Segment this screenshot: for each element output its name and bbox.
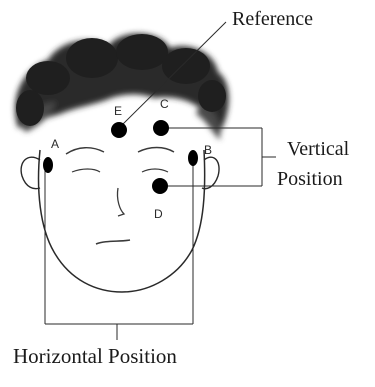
left-eye [72, 169, 100, 172]
marker-b [188, 150, 198, 166]
point-label-e: E [114, 104, 122, 118]
vertical-position-label-line1: Vertical [287, 138, 349, 160]
horizontal-position-label: Horizontal Position [13, 345, 177, 368]
face-outline [39, 150, 205, 292]
marker-c [153, 120, 169, 136]
point-label-d: D [154, 207, 163, 221]
mouth [96, 240, 130, 244]
nose [117, 188, 124, 216]
right-eye [142, 169, 168, 172]
left-ear [21, 157, 40, 189]
right-eyebrow [138, 148, 174, 153]
marker-a [43, 157, 53, 173]
point-label-c: C [160, 97, 169, 111]
point-label-b: B [204, 143, 212, 157]
reference-label: Reference [232, 8, 313, 30]
vertical-position-label-line2: Position [277, 168, 343, 190]
left-eyebrow [66, 148, 104, 154]
point-label-a: A [51, 137, 59, 151]
horizontal-position-bracket [45, 158, 193, 340]
marker-d [152, 178, 168, 194]
marker-e [111, 122, 127, 138]
